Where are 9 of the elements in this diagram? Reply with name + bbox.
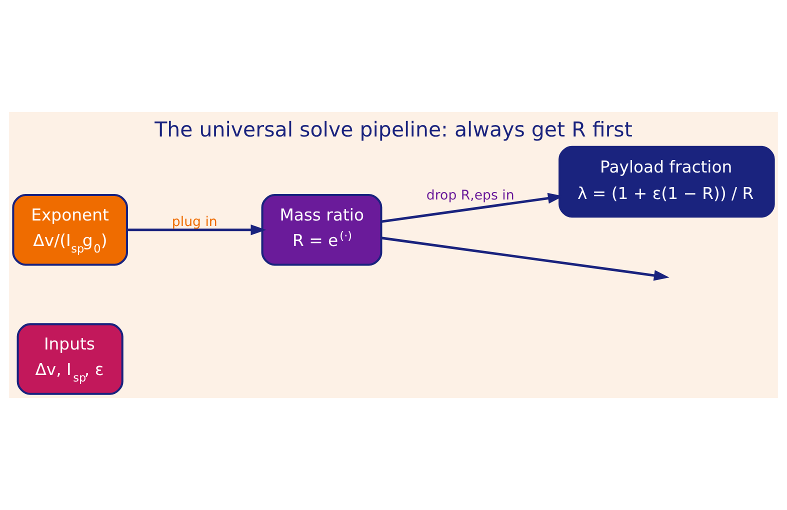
node-box: Exponent Δv/(I$_{sp}$g$_{0}$) xyxy=(12,194,128,266)
diagram-title: The universal solve pipeline: always get R first xyxy=(154,118,632,142)
arrow xyxy=(127,224,266,236)
arrow xyxy=(381,236,670,281)
node-box: Inputs Δv, I$_{sp}$, ε xyxy=(16,323,124,395)
node-box: Payload fraction λ = (1 + ε(1 − R)) / R xyxy=(558,146,775,218)
node-box: Mass ratio R = e$^{(·)}$ xyxy=(261,194,382,266)
edge-label: plug in xyxy=(172,215,218,230)
edge-label: drop R,eps in xyxy=(426,188,514,204)
